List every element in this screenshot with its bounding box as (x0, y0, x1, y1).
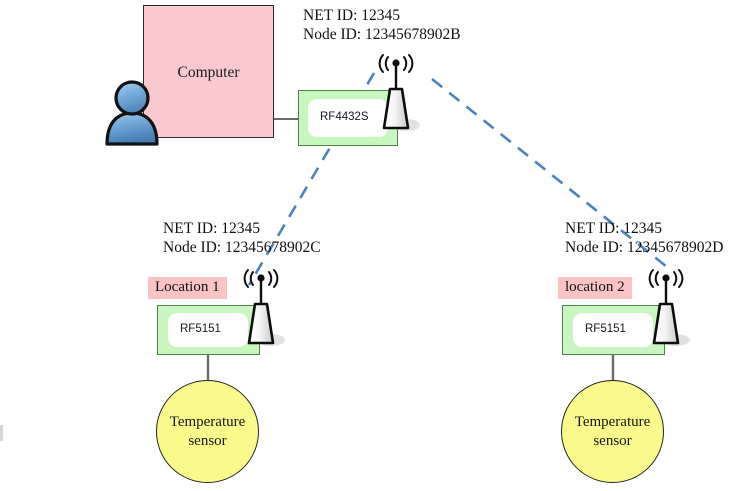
wireless-antenna-icon (378, 54, 420, 131)
sensor-label-line-1: Temperature (169, 413, 246, 430)
rf4432s-label: RF4432S (320, 111, 369, 123)
location-2-label: location 2 (558, 277, 632, 299)
location-1-id-block: NET ID: 12345 Node ID: 12345678902C (163, 219, 321, 257)
sensor-label-line-1: Temperature (574, 413, 651, 430)
rf4432s-inner-panel (308, 99, 388, 137)
location-2-node-id: Node ID: 12345678902D (565, 239, 724, 256)
wireless-antenna-icon (648, 269, 690, 346)
center-node-id-block: NET ID: 12345 Node ID: 12345678902B (303, 6, 461, 44)
sensor-label-line-2: sensor (188, 432, 227, 449)
computer-box: Computer (143, 5, 274, 138)
sensor-label-line-2: sensor (593, 432, 632, 449)
rf5151-label-location-2: RF5151 (585, 323, 626, 335)
center-node-id: Node ID: 12345678902B (303, 26, 461, 43)
rf5151-inner-panel-location-1 (168, 313, 248, 347)
location-1-label: Location 1 (148, 277, 227, 299)
temperature-sensor-location-2: Temperature sensor (561, 380, 664, 483)
wireless-link-center-to-location-1 (247, 72, 376, 286)
rf4432s-module-box: RF4432S (298, 90, 398, 146)
location-1-node-id: Node ID: 12345678902C (163, 239, 321, 256)
location-2-id-block: NET ID: 12345 Node ID: 12345678902D (565, 219, 723, 257)
center-net-id: NET ID: 12345 (303, 7, 401, 24)
computer-label: Computer (177, 64, 240, 81)
wireless-link-center-to-location-2 (431, 77, 673, 273)
wireless-antenna-icon (243, 269, 285, 346)
rf5151-module-box-location-2: RF5151 (562, 305, 665, 355)
location-2-net-id: NET ID: 12345 (565, 220, 663, 237)
temperature-sensor-location-1: Temperature sensor (156, 380, 259, 483)
rf5151-inner-panel-location-2 (573, 313, 653, 347)
location-1-net-id: NET ID: 12345 (163, 220, 261, 237)
edge-artifact (0, 425, 3, 441)
rf5151-module-box-location-1: RF5151 (157, 305, 260, 355)
user-avatar-icon (105, 80, 159, 146)
rf5151-label-location-1: RF5151 (180, 323, 221, 335)
